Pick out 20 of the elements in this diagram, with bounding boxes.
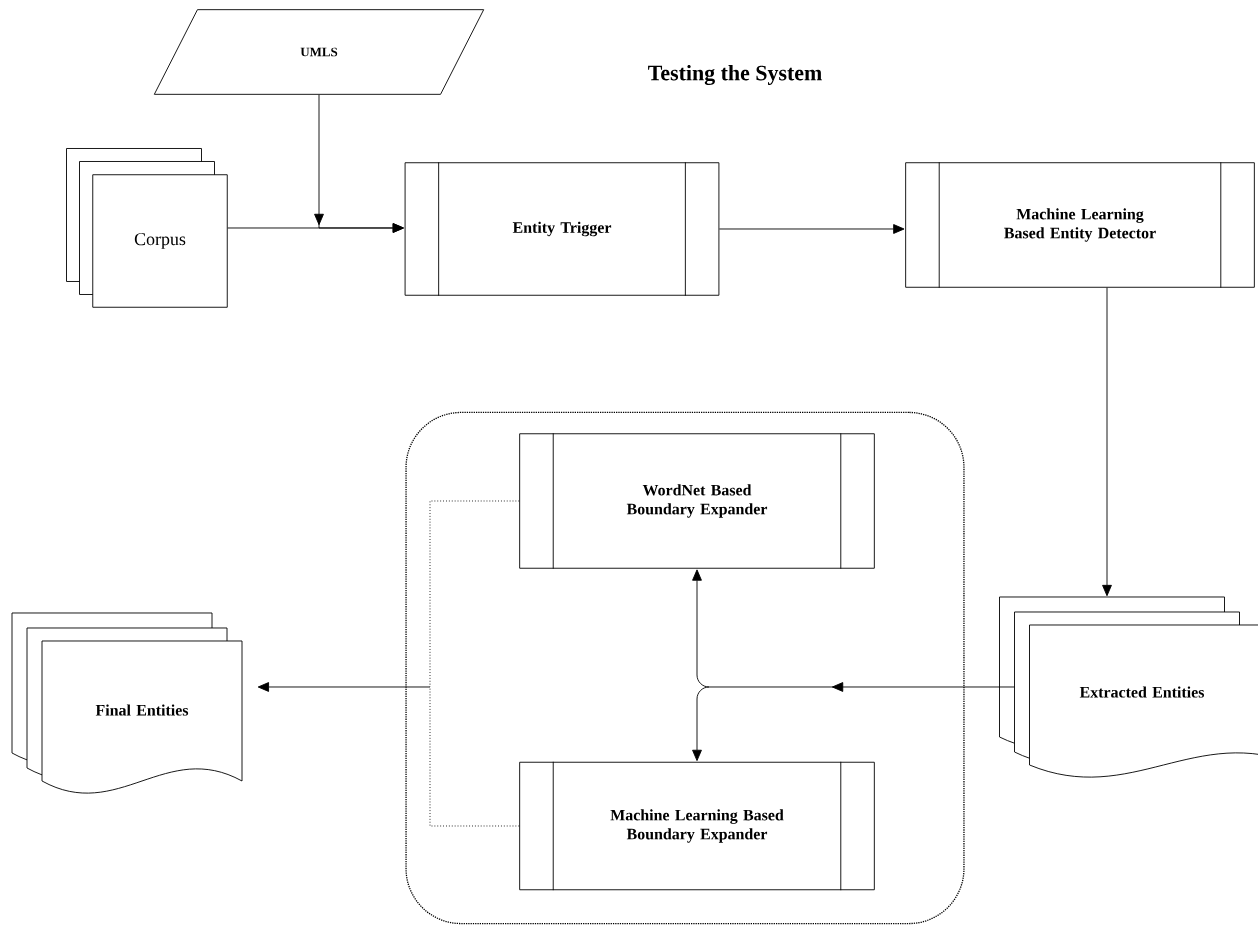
- title: Testing the System: [648, 65, 822, 86]
- connector: [692, 569, 710, 688]
- document-stack: Corpus: [66, 148, 228, 308]
- document-stack: Extracted Entities: [999, 596, 1258, 778]
- process-box: Entity Trigger: [404, 161, 720, 297]
- document-stack: Final Entities: [11, 612, 243, 794]
- node-label: Extracted Entities: [1079, 686, 1205, 698]
- group-frame: [405, 411, 965, 925]
- connector: [1102, 287, 1112, 597]
- connector: [429, 500, 520, 688]
- connector: [429, 686, 520, 827]
- process-box: Machine Learning Based Entity Detector: [905, 161, 1255, 289]
- process-box: Machine Learning Based Boundary Expander: [519, 761, 875, 891]
- connector: [227, 223, 404, 233]
- process-box: WordNet Based Boundary Expander: [519, 432, 875, 570]
- connector: [708, 682, 1015, 692]
- connector: [692, 686, 710, 762]
- connector: [257, 682, 431, 692]
- data-parallelogram: UMLS: [153, 9, 485, 95]
- connector: [718, 224, 905, 234]
